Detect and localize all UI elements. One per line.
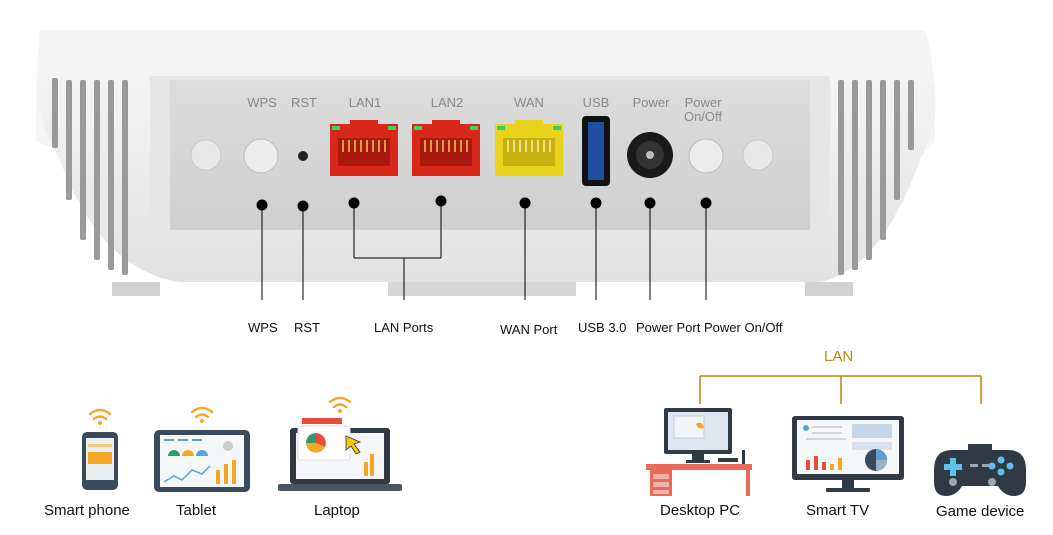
usb-port-label: USB [582,95,610,110]
wan-port-label: WAN [514,95,544,110]
wps-callout: WPS [248,320,278,335]
tablet-icon [154,406,250,492]
usb-callout: USB 3.0 [578,320,627,335]
lan2-port-label: LAN2 [430,95,464,110]
power-onoff-button[interactable] [688,138,724,174]
game-controller-icon [934,444,1026,496]
rst-pinhole[interactable] [298,151,308,161]
desktop-pc-icon [646,408,752,496]
smartphone-icon [82,408,118,490]
wps-port-label: WPS [247,95,277,110]
lan-ports-callout: LAN Ports [374,320,434,335]
lan1-port-label: LAN1 [348,95,382,110]
wps-button[interactable] [243,138,279,174]
power-onoff-callout: Power On/Off [704,320,783,335]
rst-callout: RST [294,320,320,335]
lan1-port [330,120,398,176]
power-port-callout: Power Port [636,320,701,335]
lan-group-label: LAN [824,348,854,365]
power-port-label: Power [632,95,670,110]
laptop-label: Laptop [314,502,360,519]
game-device-label: Game device [936,503,1025,520]
power-jack [627,132,673,178]
smart-tv-icon [792,416,904,492]
lan-bracket [699,375,982,404]
smart-tv-label: Smart TV [806,502,870,519]
wan-port-callout: WAN Port [500,322,558,337]
router-ports [190,116,774,300]
rst-port-label: RST [291,95,317,110]
wan-port [495,120,563,176]
laptop-icon [278,396,402,491]
lan2-port [412,120,480,176]
smartphone-label: Smart phone [44,502,130,519]
usb-port [582,116,610,186]
desktop-pc-label: Desktop PC [660,502,741,519]
tablet-label: Tablet [176,502,217,519]
